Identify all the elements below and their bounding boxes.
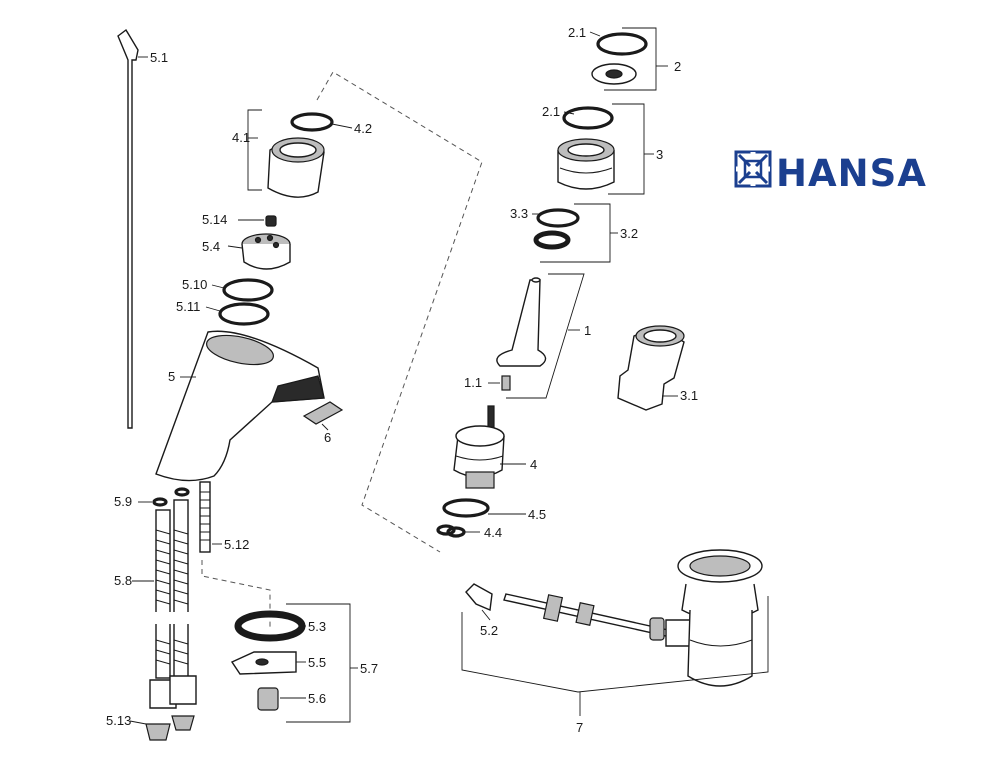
faucet-body-part [155,330,325,482]
hansa-logo-text: HANSA [776,152,927,195]
label-5-1: 5.1 [150,50,168,65]
assembly-dashed-line [316,71,483,553]
label-3-3: 3.3 [510,206,528,221]
label-1-1: 1.1 [464,375,482,390]
label-5-10: 5.10 [182,277,207,292]
label-7: 7 [576,720,583,735]
label-5-12: 5.12 [224,537,249,552]
label-5: 5 [168,369,175,384]
valve-housing-part [557,103,654,195]
mounting-set-part [230,603,358,723]
label-2-1-lower: 2.1 [542,104,560,119]
label-4-4: 4.4 [484,525,502,540]
label-5-14: 5.14 [202,212,227,227]
aerator-part [302,401,344,431]
hansa-logo-mark [734,150,772,188]
label-4-2: 4.2 [354,121,372,136]
spindle-part [488,273,585,399]
seal-set-part [532,203,618,263]
label-2: 2 [674,59,681,74]
label-5-11: 5.11 [176,299,200,314]
label-4-5: 4.5 [528,507,546,522]
flexible-hoses-part [132,499,197,709]
label-2-1-top: 2.1 [568,25,586,40]
o-ring-5-11 [218,302,270,326]
threaded-stud-part [199,481,222,553]
aerator-insert-part [227,215,291,270]
lift-rod-part [117,28,148,429]
cap-rings-part [589,27,668,91]
filter-sieves-part [129,715,195,741]
extension-sleeve-part [617,325,685,411]
label-6: 6 [324,430,331,445]
label-5-8: 5.8 [114,573,132,588]
label-5-7: 5.7 [360,661,378,676]
washer-5-9b [174,487,190,497]
label-1: 1 [584,323,591,338]
label-3: 3 [656,147,663,162]
label-5-5: 5.5 [308,655,326,670]
label-5-13: 5.13 [106,713,131,728]
label-5-3: 5.3 [308,619,326,634]
label-3-1: 3.1 [680,388,698,403]
waste-set-part [461,549,769,716]
washer-5-9 [152,497,168,507]
cartridge-part [436,405,526,538]
label-5-4: 5.4 [202,239,220,254]
o-ring-5-10 [222,278,274,302]
hansa-logo: HANSA [734,150,927,195]
handle-cap-part [247,109,353,198]
label-3-2: 3.2 [620,226,638,241]
label-4-1: 4.1 [232,130,250,145]
label-5-6: 5.6 [308,691,326,706]
label-4: 4 [530,457,537,472]
label-5-9: 5.9 [114,494,132,509]
part-labels: 5.1 4.1 4.2 5.14 5.4 5.10 5.11 5 6 5.9 5… [106,25,698,735]
label-5-2: 5.2 [480,623,498,638]
